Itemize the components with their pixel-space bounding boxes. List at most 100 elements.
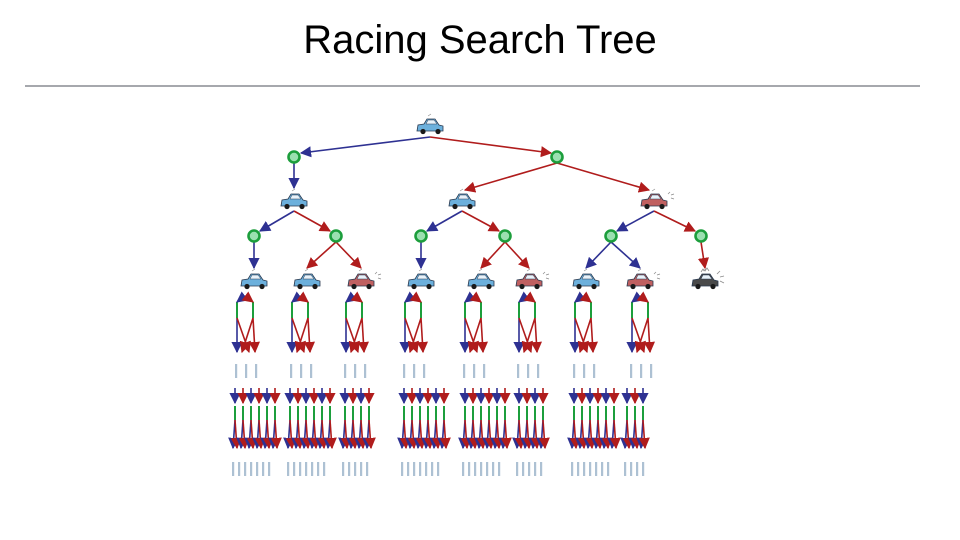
blue-edge (426, 210, 463, 232)
red-edge (325, 419, 337, 450)
red-edge (407, 419, 419, 450)
distant-state-mark (342, 462, 345, 476)
distant-state-mark (310, 364, 313, 378)
red-edge (514, 419, 526, 450)
distant-state-mark (364, 364, 367, 378)
red-edge (622, 419, 634, 450)
red-car-icon (515, 268, 550, 290)
distant-state-mark (305, 462, 308, 476)
tree-nodes (240, 113, 725, 290)
distant-state-mark (636, 462, 639, 476)
red-edge (630, 419, 642, 450)
red-edge (467, 317, 482, 354)
distant-state-mark (293, 462, 296, 476)
red-edge (407, 317, 422, 354)
distant-state-mark (607, 462, 610, 476)
distant-state-mark (354, 462, 357, 476)
distant-state-mark (577, 462, 580, 476)
page-title: Racing Search Tree (303, 18, 657, 62)
blue-edge (574, 291, 587, 303)
red-edge (476, 419, 488, 450)
distant-state-mark (486, 462, 489, 476)
blue-car-icon (467, 268, 495, 290)
distant-state-mark (437, 462, 440, 476)
red-car-icon (347, 268, 382, 290)
red-edge (593, 419, 605, 450)
red-edge (601, 419, 613, 450)
distant-state-mark (290, 364, 293, 378)
red-edge (317, 419, 329, 450)
distant-state-mark (534, 462, 537, 476)
red-edge (350, 291, 363, 303)
red-edge (348, 317, 363, 354)
distant-state-mark (425, 462, 428, 476)
distant-state-mark (366, 462, 369, 476)
distant-state-mark (630, 462, 633, 476)
red-edge (500, 419, 512, 450)
red-edge (241, 291, 254, 303)
blue-edge (259, 210, 295, 232)
distant-state-mark (571, 462, 574, 476)
red-car-icon (640, 188, 675, 210)
distant-state-mark (642, 462, 645, 476)
blue-edge (236, 291, 249, 303)
distant-state-mark (537, 364, 540, 378)
distant-state-mark (348, 462, 351, 476)
deeper-tree-levels (228, 291, 655, 476)
red-edge (609, 419, 621, 450)
red-edge (294, 317, 309, 354)
distant-state-mark (413, 462, 416, 476)
chance-node (329, 229, 343, 243)
blue-edge (631, 291, 644, 303)
blue-edge (616, 210, 655, 232)
red-edge (348, 419, 360, 450)
red-edge (484, 419, 496, 450)
distant-state-mark (640, 364, 643, 378)
chance-node (694, 229, 708, 243)
distant-state-mark (268, 462, 271, 476)
blue-car-icon (293, 268, 321, 290)
distant-state-mark (244, 462, 247, 476)
red-edge (303, 317, 315, 354)
red-edge (285, 419, 297, 450)
distant-state-mark (583, 364, 586, 378)
distant-state-mark (630, 364, 633, 378)
red-edge (653, 210, 697, 232)
distant-state-mark (483, 364, 486, 378)
chance-node (247, 229, 261, 243)
red-edge (399, 419, 411, 450)
distant-state-mark (498, 462, 501, 476)
chance-node (414, 229, 428, 243)
distant-state-mark (407, 462, 410, 476)
distant-state-mark (403, 364, 406, 378)
red-edge (357, 317, 369, 354)
distant-state-mark (354, 364, 357, 378)
chance-node (550, 150, 564, 164)
red-edge (239, 317, 254, 354)
red-edge (248, 317, 260, 354)
red-edge (586, 317, 598, 354)
blue-edge (404, 291, 417, 303)
blue-edge (585, 241, 612, 269)
red-edge (340, 419, 352, 450)
distant-state-mark (573, 364, 576, 378)
distant-state-mark (474, 462, 477, 476)
blue-edge (518, 291, 531, 303)
red-edge (293, 419, 305, 450)
distant-state-mark (468, 462, 471, 476)
red-edge (569, 419, 581, 450)
distant-state-mark (595, 462, 598, 476)
red-edge (461, 210, 500, 232)
chance-node (604, 229, 618, 243)
blue-car-icon (416, 113, 444, 135)
red-edge (577, 317, 592, 354)
distant-state-mark (256, 462, 259, 476)
red-edge (246, 419, 258, 450)
distant-state-mark (431, 462, 434, 476)
red-edge (238, 419, 250, 450)
distant-state-mark (423, 364, 426, 378)
red-edge (636, 291, 649, 303)
chance-node (498, 229, 512, 243)
blue-car-icon (240, 268, 268, 290)
red-edge (579, 291, 592, 303)
